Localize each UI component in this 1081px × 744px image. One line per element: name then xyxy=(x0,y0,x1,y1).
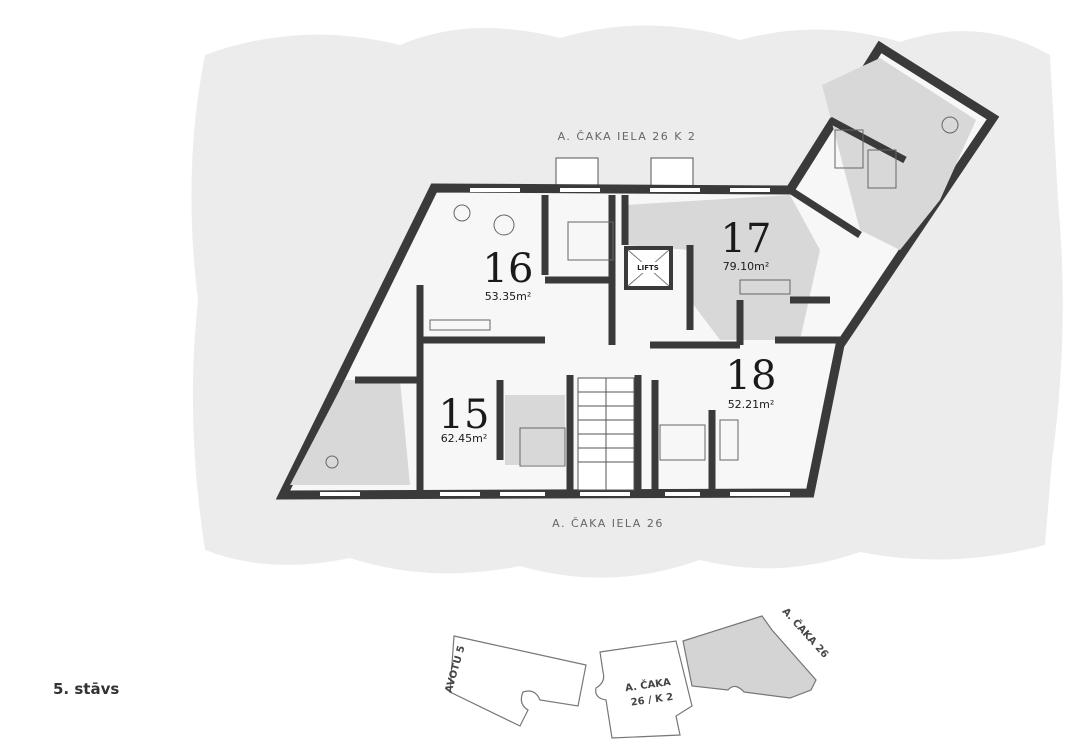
lifts-label: LIFTS xyxy=(637,264,659,272)
apartment-number: 16 xyxy=(483,246,534,292)
keymap-avotu-block xyxy=(449,635,587,727)
apartment-18: 18 52.21m² xyxy=(726,353,777,411)
keymap-caka-k2-block xyxy=(595,640,693,739)
apartment-17: 17 79.10m² xyxy=(721,216,772,273)
apartment-area: 62.45m² xyxy=(441,432,488,445)
apartment-area: 53.35m² xyxy=(485,290,532,303)
street-label-top: A. ČAKA IELA 26 K 2 xyxy=(558,130,697,143)
apartment-area: 52.21m² xyxy=(728,398,775,411)
floor-label: 5. stāvs xyxy=(53,680,120,698)
keymap-caka26-block xyxy=(682,615,817,699)
key-map: AVOTU 5 A. ČAKA 26 / K 2 A. ČAKA 26 xyxy=(444,605,832,739)
windows xyxy=(320,188,790,496)
apartment-area: 79.10m² xyxy=(723,260,770,273)
staircase xyxy=(577,377,635,491)
lift-shaft: LIFTS xyxy=(624,246,673,290)
furniture xyxy=(325,116,959,469)
interior-walls xyxy=(355,116,907,495)
apartment-number: 17 xyxy=(721,216,772,262)
apartment-number: 15 xyxy=(439,392,490,438)
apartment-15: 15 62.45m² xyxy=(439,392,490,445)
apartment-16: 16 53.35m² xyxy=(483,246,534,303)
apartment-number: 18 xyxy=(726,353,777,399)
street-label-bottom: A. ČAKA IELA 26 xyxy=(552,517,664,530)
